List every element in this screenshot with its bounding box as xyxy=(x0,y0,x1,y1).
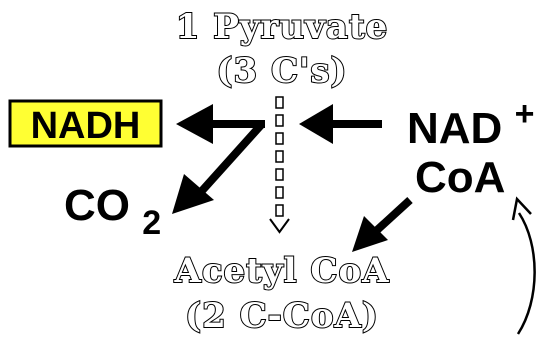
coa-arrow-head xyxy=(352,216,388,252)
nad-label: NAD + xyxy=(407,95,534,153)
nad-input-arrow xyxy=(299,104,382,144)
co2-subscript: 2 xyxy=(142,204,161,242)
nad-input-arrow-head xyxy=(299,104,333,144)
recycle-arrow-head xyxy=(511,196,532,221)
coa-to-acetyl-arrow xyxy=(352,197,413,252)
reaction-arrow-dash xyxy=(275,204,284,217)
co2-base: CO xyxy=(64,181,130,230)
recycle-arrow xyxy=(511,196,536,335)
reaction-arrow xyxy=(269,96,290,234)
reaction-arrow-dash xyxy=(275,96,284,109)
reactant-carbons: (3 C's) xyxy=(216,51,347,91)
reaction-arrow-dash xyxy=(275,150,284,163)
product-carbons: (2 C-CoA) xyxy=(185,296,379,336)
reaction-arrow-head xyxy=(269,218,290,234)
reaction-arrow-dash xyxy=(275,168,284,181)
nad-base: NAD xyxy=(407,104,502,153)
reaction-arrow-dash xyxy=(275,186,284,199)
nadh-label: NADH xyxy=(31,105,141,147)
reaction-arrow-dash xyxy=(275,114,284,127)
coa-arrow-shaft xyxy=(372,197,413,235)
coa-label: CoA xyxy=(415,153,505,202)
arrow-to-co2-shaft xyxy=(197,121,265,196)
reaction-arrow-dash xyxy=(275,132,284,145)
product-name: Acetyl CoA xyxy=(173,251,389,291)
nadh-highlight-box xyxy=(8,99,163,148)
arrow-to-nadh-head xyxy=(176,104,213,144)
co2-label: CO 2 xyxy=(64,181,161,242)
nad-superscript: + xyxy=(515,95,535,133)
recycle-arrow-curve xyxy=(516,212,536,335)
reactant-name: 1 Pyruvate xyxy=(176,7,389,47)
arrow-to-co2-head xyxy=(172,174,214,214)
outputs-arrow xyxy=(172,104,265,214)
